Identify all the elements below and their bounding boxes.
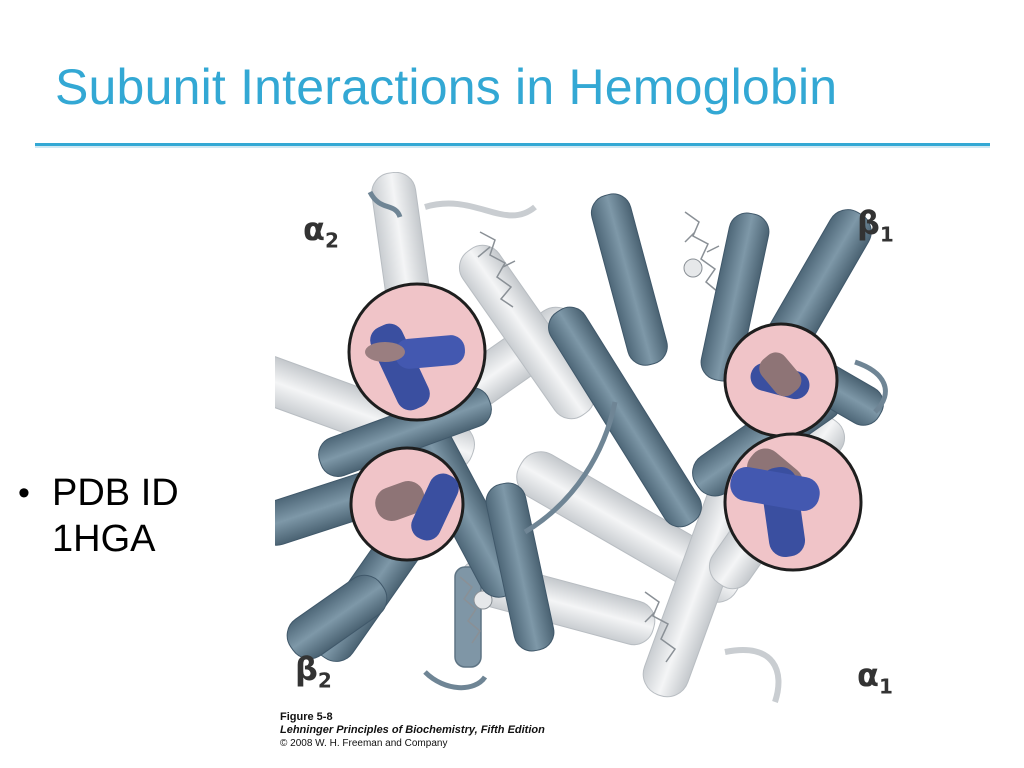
hemoglobin-structure-figure: α2 β1 β2 α1	[275, 172, 925, 712]
caption-copyright: © 2008 W. H. Freeman and Company	[280, 738, 448, 749]
bullet-dot: •	[18, 474, 30, 512]
beta2-symbol: β	[295, 650, 318, 688]
contact-region-beta2-alpha1	[349, 446, 465, 562]
beta-chain-loop	[523, 401, 618, 535]
subunit-label-beta2: β2	[295, 650, 332, 692]
bullet-item: • PDB ID 1HGA	[18, 470, 252, 562]
beta2-subscript: 2	[317, 668, 332, 693]
beta1-symbol: β	[857, 204, 880, 242]
alpha-chain-loop	[424, 200, 537, 219]
bullet-line-1: PDB ID	[52, 472, 179, 514]
heme-groups	[454, 211, 720, 668]
bullet-list: • PDB ID 1HGA	[18, 470, 252, 562]
alpha2-subscript: 2	[324, 228, 339, 253]
heme-iron	[683, 258, 703, 278]
figure-caption: Figure 5-8 Lehninger Principles of Bioch…	[280, 711, 545, 750]
heme-iron	[473, 590, 493, 610]
beta-chain-loop	[367, 190, 403, 219]
title-underline	[35, 143, 990, 146]
alpha2-symbol: α	[303, 210, 325, 248]
contact-region-alpha2-beta1	[347, 282, 487, 422]
subunit-label-beta1: β1	[857, 204, 894, 246]
subunit-label-alpha2: α2	[303, 210, 339, 252]
title-underline-shadow	[35, 146, 990, 148]
beta1-subscript: 1	[879, 222, 894, 247]
contact-region-beta1-alpha1-upper	[723, 322, 839, 438]
contact-region-beta1-alpha1-lower	[723, 432, 863, 572]
beta-chain-loop	[423, 670, 488, 691]
caption-book-title: Lehninger Principles of Biochemistry, Fi…	[280, 724, 545, 736]
beta-chain-loop	[854, 359, 888, 414]
alpha1-symbol: α	[857, 656, 879, 694]
caption-figure-number: Figure 5-8	[280, 711, 333, 723]
hemoglobin-ribbon-illustration	[275, 172, 888, 703]
slide-title: Subunit Interactions in Hemoglobin	[55, 59, 838, 115]
subunit-label-alpha1: α1	[857, 656, 893, 698]
alpha-chain-loop	[724, 647, 782, 703]
alpha1-subscript: 1	[878, 674, 893, 699]
bullet-line-2: 1HGA	[52, 518, 156, 560]
